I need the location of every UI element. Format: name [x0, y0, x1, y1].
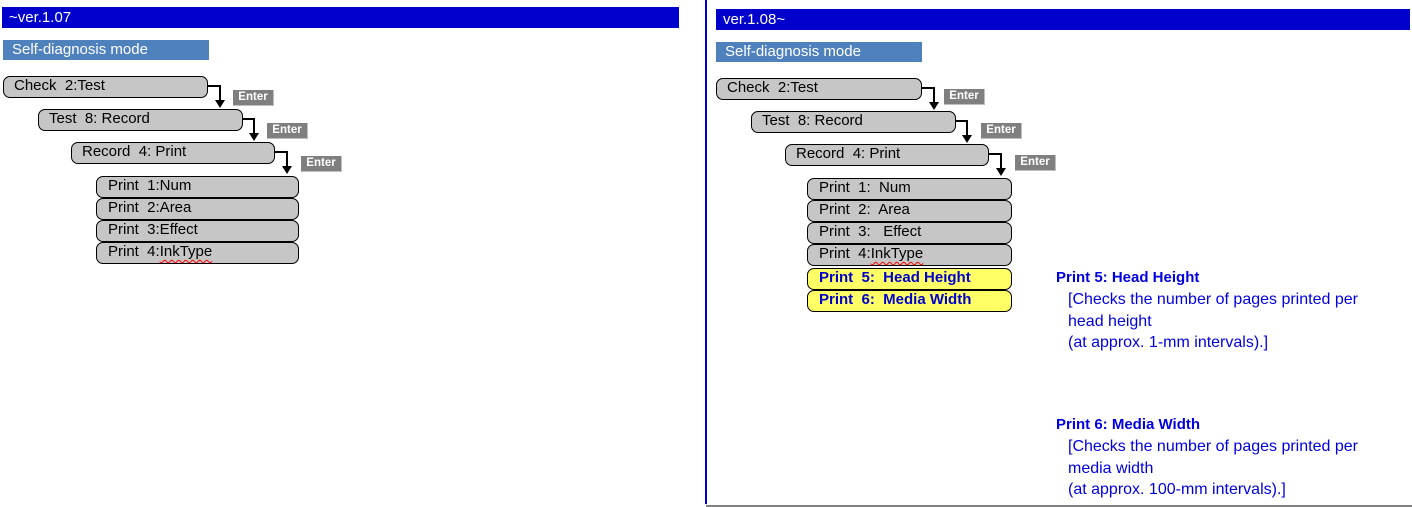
menu-item-print-6-highlighted: Print 6: Media Width — [807, 290, 1012, 312]
menu-item-label: Print 5: Head Height — [819, 269, 971, 286]
menu-item-label: Print 3: Effect — [819, 223, 922, 240]
menu-item-label: Print 4: — [108, 243, 160, 260]
enter-key-badge: Enter — [944, 89, 985, 105]
annotation-line: (at approx. 100-mm intervals).] — [1068, 481, 1286, 498]
menu-box-test: Test 8: Record — [38, 109, 243, 131]
spellcheck-underlined-word: InkType — [159, 243, 213, 260]
annotation-body: [Checks the number of pages printed per … — [1056, 289, 1412, 354]
spellcheck-underlined-word: InkType — [870, 245, 924, 262]
menu-box-test: Test 8: Record — [751, 111, 956, 133]
mode-title-left: Self-diagnosis mode — [3, 40, 209, 60]
menu-item-label: Print 6: Media Width — [819, 291, 972, 308]
annotation-line: head height — [1068, 312, 1152, 330]
annotation-line: media width — [1068, 459, 1154, 477]
menu-item-print-5-highlighted: Print 5: Head Height — [807, 268, 1012, 290]
annotation-print-5: Print 5: Head Height [Checks the number … — [1056, 267, 1412, 354]
menu-item-label: Print 2:Area — [108, 199, 192, 216]
mode-title-right: Self-diagnosis mode — [716, 42, 922, 62]
menu-box-record: Record 4: Print — [785, 144, 989, 166]
menu-item-label: Print 1: Num — [819, 179, 911, 196]
menu-item-label: Print 1:Num — [108, 177, 192, 194]
menu-box-check: Check 2:Test — [3, 76, 208, 98]
menu-item-label: Print 4: — [819, 245, 871, 262]
print-menu-list-left: Print 1:Num Print 2:Area Print 3:Effect … — [96, 176, 299, 264]
annotation-body: [Checks the number of pages printed per … — [1056, 436, 1412, 501]
menu-item-label: Print 2: Area — [819, 201, 910, 218]
version-header-right: ver.1.08~ — [716, 9, 1410, 30]
enter-key-badge: Enter — [301, 156, 342, 172]
menu-box-check: Check 2:Test — [716, 78, 922, 100]
menu-item-print-3: Print 3:Effect — [96, 220, 299, 242]
menu-item-print-4: Print 4:InkType — [807, 244, 1012, 266]
enter-key-badge: Enter — [1015, 155, 1056, 171]
menu-item-print-2: Print 2:Area — [96, 198, 299, 220]
menu-box-record: Record 4: Print — [71, 142, 275, 164]
menu-item-print-2: Print 2: Area — [807, 200, 1012, 222]
menu-item-print-1: Print 1:Num — [96, 176, 299, 198]
menu-item-label: Print 3:Effect — [108, 221, 198, 238]
panel-bottom-border — [706, 505, 1412, 507]
annotation-line: [Checks the number of pages printed per — [1068, 291, 1358, 308]
menu-item-print-4: Print 4:InkType — [96, 242, 299, 264]
menu-item-print-1: Print 1: Num — [807, 178, 1012, 200]
panel-divider — [705, 0, 707, 504]
enter-key-badge: Enter — [981, 123, 1022, 139]
annotation-line: (at approx. 1-mm intervals).] — [1068, 334, 1269, 351]
annotation-title: Print 5: Head Height — [1056, 269, 1200, 286]
print-menu-list-right: Print 1: Num Print 2: Area Print 3: Effe… — [807, 178, 1012, 312]
enter-key-badge: Enter — [233, 90, 274, 106]
annotation-line: [Checks the number of pages printed per — [1068, 438, 1358, 455]
annotation-title: Print 6: Media Width — [1056, 416, 1201, 433]
annotation-print-6: Print 6: Media Width [Checks the number … — [1056, 414, 1412, 501]
menu-item-print-3: Print 3: Effect — [807, 222, 1012, 244]
enter-key-badge: Enter — [267, 123, 308, 139]
version-header-left: ~ver.1.07 — [2, 7, 679, 28]
